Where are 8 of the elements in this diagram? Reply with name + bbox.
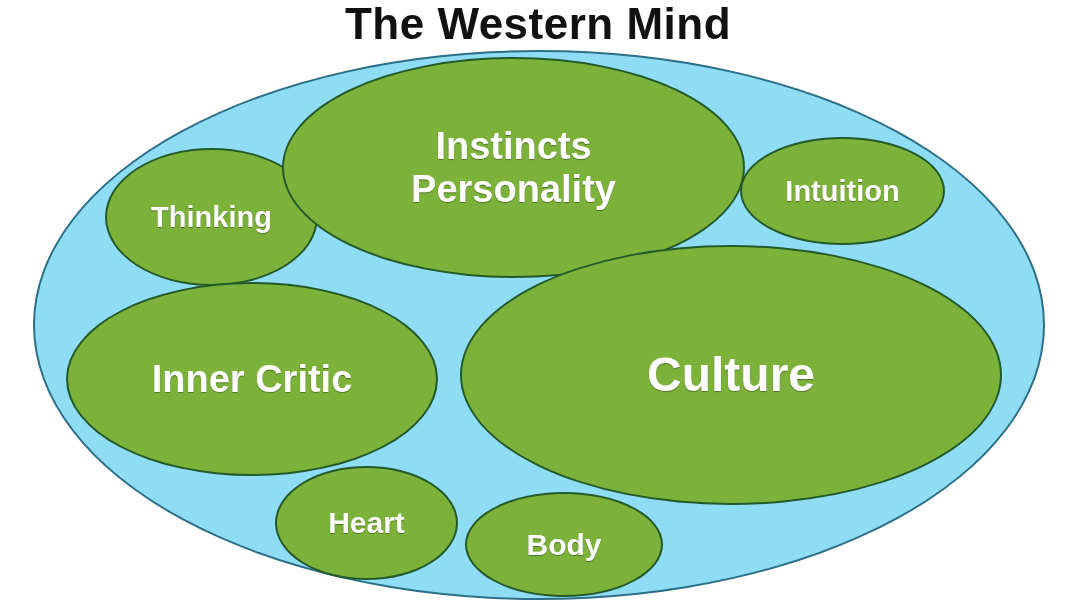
node-label: Thinking — [151, 200, 272, 234]
node-label: Heart — [328, 506, 405, 540]
diagram-title: The Western Mind — [344, 0, 732, 48]
node-label: Body — [526, 527, 602, 562]
node-label: Culture — [647, 348, 815, 402]
node-label: Instincts Personality — [410, 124, 617, 211]
node-label: Inner Critic — [151, 357, 353, 401]
node-label: Intuition — [785, 174, 900, 208]
